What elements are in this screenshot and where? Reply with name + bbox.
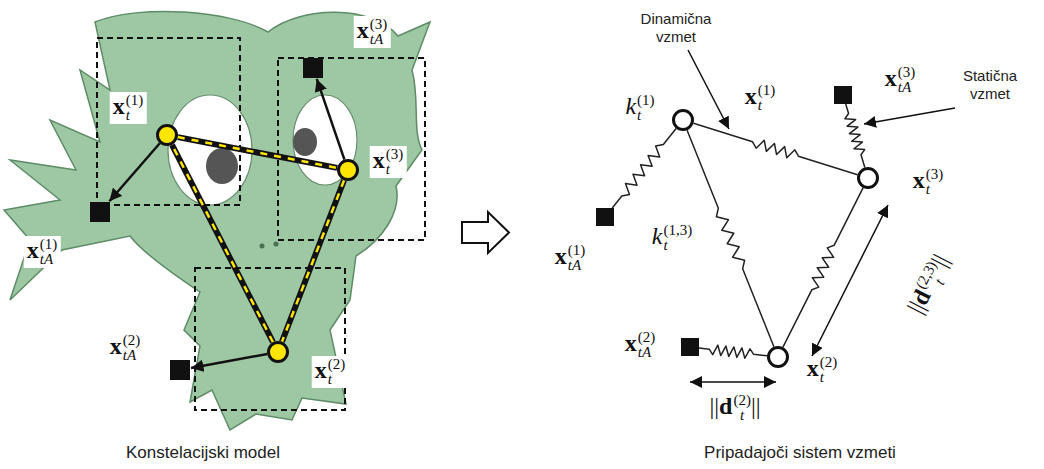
displacement-arrow — [191, 354, 267, 368]
anchor-square: x(3)tA — [303, 58, 323, 78]
part-circle: x(1)t — [672, 109, 694, 131]
link-dash — [172, 145, 273, 342]
displacement-arrow — [317, 79, 345, 160]
position-label: x(1)tA — [555, 243, 586, 273]
anchor-square: x(1)tA — [90, 202, 110, 222]
constellation-link — [178, 137, 337, 168]
position-label: x(1)t — [745, 83, 776, 113]
callout-label: Dinamična vzmet — [641, 10, 712, 46]
search-windows — [97, 38, 425, 410]
anchor-square: x(1)tA — [596, 208, 614, 226]
spring-path — [693, 123, 857, 174]
part-circle: x(2)t — [767, 346, 789, 368]
displacement-arrow — [109, 143, 159, 201]
anchor-square: x(3)tA — [834, 86, 852, 104]
part-circle: x(1)t — [156, 124, 178, 146]
position-label: x(3)t — [913, 167, 944, 197]
constellation-link — [172, 145, 273, 342]
part-circle: x(3)t — [857, 167, 879, 189]
part-circle: x(2)t — [267, 341, 289, 363]
link-stroke — [282, 180, 344, 341]
creature — [4, 11, 430, 430]
caption: Konstelacijski model — [126, 444, 280, 461]
constellation-link — [282, 180, 344, 341]
transform-arrow — [462, 212, 509, 253]
dynamic-spring — [693, 123, 857, 174]
link-dash — [178, 137, 337, 168]
arrow-line — [109, 143, 159, 201]
static-spring — [845, 104, 865, 167]
stiffness-label: k(1,3)t — [652, 223, 692, 253]
stiffness-label: k(1)t — [625, 93, 654, 123]
dimension-label: ||d(2,3)t|| — [902, 250, 957, 319]
position-label: x(2)t — [312, 356, 349, 388]
dynamic-spring — [783, 188, 863, 347]
static-spring — [699, 345, 767, 358]
caption: Pripadajoči sistem vzmeti — [704, 444, 896, 461]
dynamic-spring — [687, 130, 774, 347]
link-dash — [282, 180, 344, 341]
anchor-square: x(2)tA — [681, 338, 699, 356]
position-label: x(1)tA — [24, 236, 61, 268]
part-circle: x(3)t — [337, 159, 359, 181]
static-spring — [612, 129, 676, 208]
link-stroke — [172, 145, 273, 342]
arrow-line — [191, 354, 267, 368]
leader-lines — [688, 50, 955, 129]
position-label: x(2)t — [807, 355, 838, 385]
anchor-square: x(2)tA — [170, 360, 190, 380]
dimension-arrows — [690, 205, 888, 382]
position-label: x(2)tA — [625, 330, 656, 360]
position-label: x(3)tA — [885, 65, 916, 95]
dimension-label: ||d(2)t|| — [709, 393, 760, 423]
arrow-line — [317, 79, 345, 160]
spring-path — [699, 345, 767, 358]
spring-path — [687, 130, 774, 347]
spring-path — [783, 188, 863, 347]
spring-path — [845, 104, 865, 167]
callout-label: Statična vzmet — [963, 67, 1017, 103]
spring-path — [612, 129, 676, 208]
position-label: x(3)tA — [354, 16, 391, 48]
position-label: x(3)t — [370, 146, 407, 178]
position-label: x(1)t — [110, 92, 147, 124]
link-stroke — [178, 137, 337, 168]
position-label: x(2)tA — [107, 332, 144, 364]
